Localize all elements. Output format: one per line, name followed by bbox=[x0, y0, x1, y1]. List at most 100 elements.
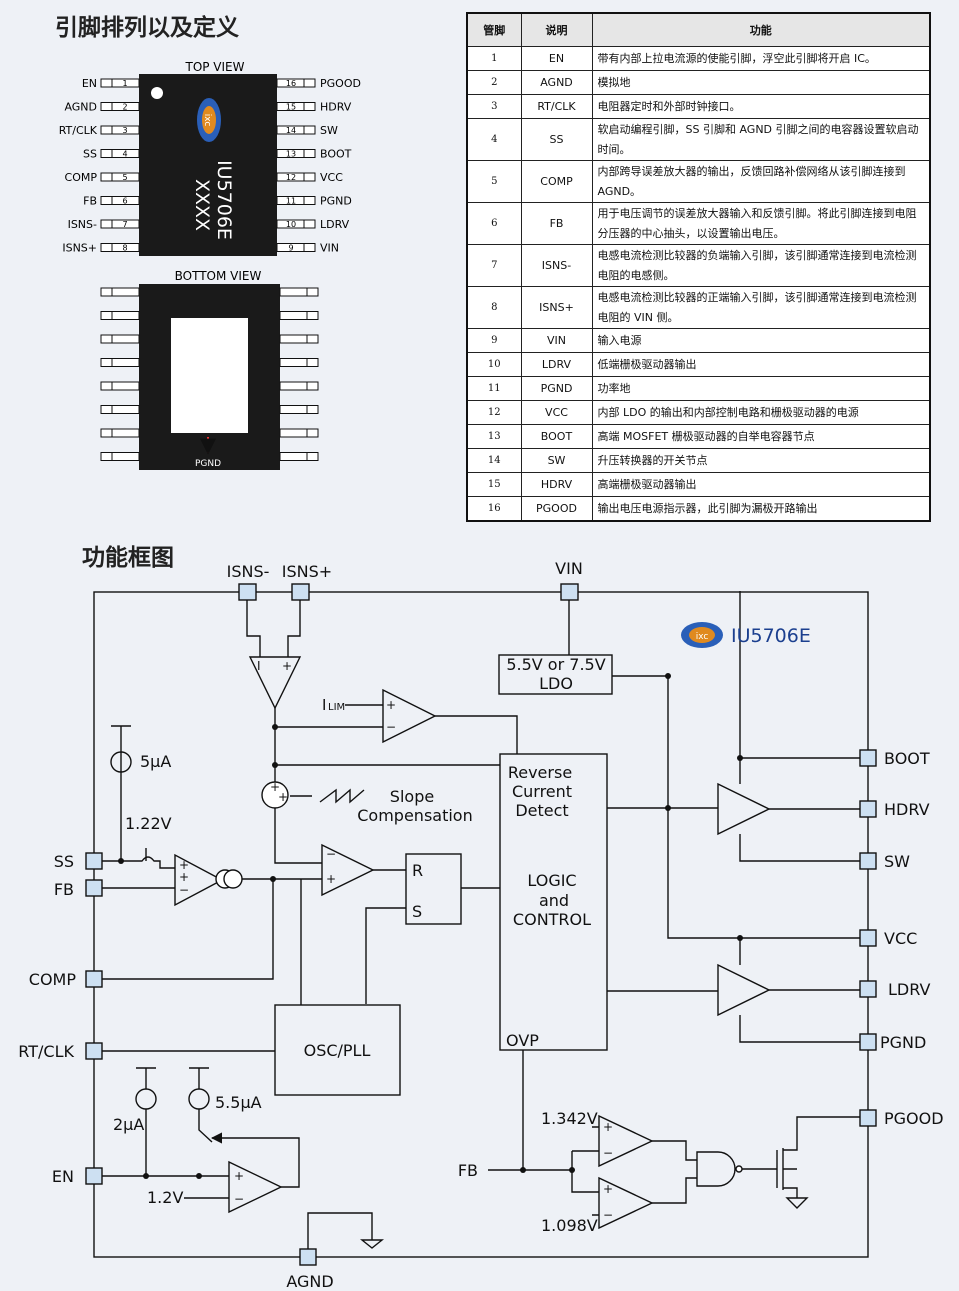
pin-name-cell: SS bbox=[520, 118, 593, 161]
hs-wires bbox=[607, 807, 860, 862]
bottom-pin-pair bbox=[100, 381, 319, 391]
label-sw: SW bbox=[884, 852, 910, 871]
slope-line2: Compensation bbox=[357, 806, 472, 825]
ilim-label: I bbox=[322, 696, 326, 714]
svg-text:+: + bbox=[603, 1120, 613, 1134]
ic-boundary bbox=[93, 591, 869, 1258]
svg-text:+: + bbox=[326, 872, 336, 886]
bottom-pin-pair bbox=[100, 358, 319, 367]
brand-logo: ixc IU5706E bbox=[681, 622, 811, 648]
package-pin-name: SW bbox=[320, 124, 338, 137]
package-pin-name: PGND bbox=[320, 195, 352, 208]
uvp-comparator bbox=[598, 1176, 654, 1230]
svg-text:−: − bbox=[603, 1208, 613, 1222]
pin-table-header: 管脚 说明 功能 bbox=[466, 12, 931, 47]
package-pin-left: 3 RT/CLK bbox=[59, 124, 140, 137]
ilim-wires bbox=[275, 704, 518, 754]
top-view-label: TOP VIEW bbox=[184, 60, 244, 74]
svg-text:3: 3 bbox=[122, 126, 127, 135]
slope-line1: Slope bbox=[390, 787, 434, 806]
pin-number-cell: 13 bbox=[466, 424, 522, 449]
agnd-ground-icon bbox=[307, 1212, 384, 1249]
package-pin-left: 4SS bbox=[83, 148, 140, 161]
pin-number-cell: 14 bbox=[466, 448, 522, 473]
en-feedback-wire bbox=[210, 1132, 300, 1188]
pin-name-cell: ISNS+ bbox=[520, 286, 593, 329]
label-vin: VIN bbox=[555, 559, 583, 578]
polarity-signs: I+ +− ++ ++− −+ +− +− +− bbox=[179, 659, 613, 1222]
ilim-comparator bbox=[382, 688, 437, 744]
pin-function-cell: 电感电流检测比较器的负端输入引脚，该引脚通常连接到电流检测电阻的电感侧。 bbox=[591, 244, 931, 287]
svg-text:I: I bbox=[257, 659, 261, 673]
package-pin-name: FB bbox=[83, 195, 97, 208]
bottom-pin-pair bbox=[100, 311, 319, 320]
pin-number-cell: 12 bbox=[466, 400, 522, 425]
package-pin-name: EN bbox=[82, 77, 97, 90]
reverse-line2: Current bbox=[512, 782, 572, 801]
pin-name-cell: EN bbox=[520, 46, 593, 71]
latch-wires bbox=[365, 869, 500, 1004]
pad-label: PGND bbox=[195, 459, 221, 469]
svg-text:−: − bbox=[179, 883, 189, 897]
label-ldrv: LDRV bbox=[888, 980, 930, 999]
svg-text:4: 4 bbox=[122, 150, 127, 159]
bottom-view-label: BOTTOM VIEW bbox=[175, 269, 262, 283]
error-amplifier bbox=[174, 853, 224, 907]
label-12v: 1.2V bbox=[147, 1188, 183, 1207]
bottom-pin-pair bbox=[100, 334, 319, 344]
en-wires bbox=[102, 1109, 229, 1199]
pin1-dot bbox=[151, 87, 163, 99]
svg-text:+: + bbox=[603, 1182, 613, 1196]
svg-text:15: 15 bbox=[286, 103, 296, 112]
ldo-line2: LDO bbox=[539, 674, 573, 693]
label-isns-minus: ISNS- bbox=[227, 562, 270, 581]
ldo-block bbox=[498, 654, 613, 695]
package-pin-name: RT/CLK bbox=[59, 124, 98, 137]
pin-name-cell: HDRV bbox=[520, 472, 593, 497]
bottom-pin-pair bbox=[100, 428, 319, 438]
label-1342v: 1.342V bbox=[541, 1109, 598, 1128]
logic-block bbox=[499, 753, 608, 1051]
package-pin-name: VCC bbox=[320, 171, 343, 184]
osc-wires bbox=[102, 879, 302, 1052]
label-122v: 1.22V bbox=[125, 814, 172, 833]
chip-name: IU5706E bbox=[213, 160, 235, 240]
bottom-view-package: BOTTOM VIEW PGND bbox=[100, 269, 319, 470]
svg-text:1: 1 bbox=[122, 79, 127, 88]
pin-fb bbox=[85, 879, 103, 897]
osc-pll-block bbox=[274, 1004, 401, 1096]
bottom-pin-pair bbox=[100, 405, 319, 414]
label-2ua: 2μA bbox=[113, 1115, 144, 1134]
package-pin-name: VIN bbox=[320, 242, 339, 255]
brand-name: IU5706E bbox=[731, 625, 811, 647]
pin-function-cell: 低端栅极驱动器输出 bbox=[591, 352, 931, 377]
label-rtclk: RT/CLK bbox=[18, 1042, 74, 1061]
isns-output-wire bbox=[274, 708, 322, 864]
package-pin-name: LDRV bbox=[320, 218, 350, 231]
low-side-driver bbox=[717, 963, 771, 1017]
pin-function-cell: 输出电压电源指示器，此引脚为漏极开路输出 bbox=[591, 496, 931, 522]
package-pin-name: ISNS- bbox=[68, 218, 97, 231]
pinout-heading: 引脚排列以及定义 bbox=[55, 15, 239, 41]
label-en: EN bbox=[52, 1167, 74, 1186]
svg-text:5: 5 bbox=[122, 173, 127, 182]
pin-function-cell: 软启动编程引脚，SS 引脚和 AGND 引脚之间的电容器设置软启动时间。 bbox=[591, 118, 931, 161]
svg-text:+: + bbox=[270, 780, 280, 794]
thermal-pad bbox=[171, 318, 248, 433]
